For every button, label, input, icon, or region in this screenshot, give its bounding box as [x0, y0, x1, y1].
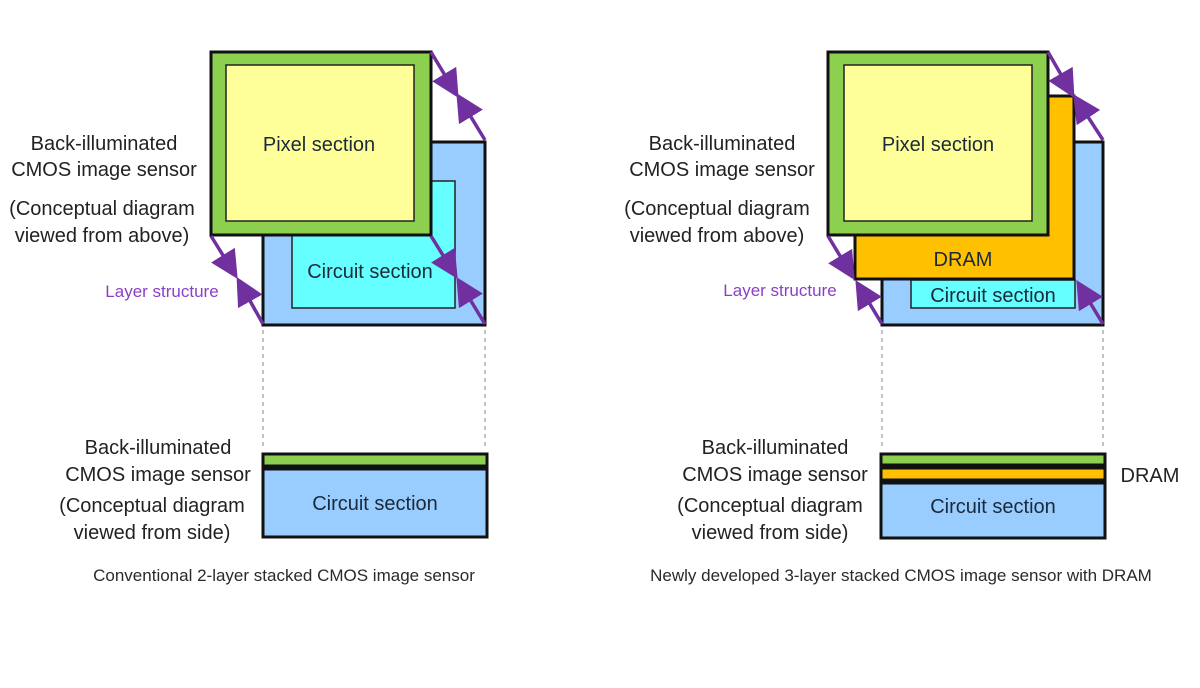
arrow-icon: [209, 235, 238, 279]
layer-arrows: [826, 51, 1105, 325]
arrow-icon: [1046, 51, 1075, 99]
arrow-icon: [1076, 280, 1105, 325]
side-pixel-layer: [261, 452, 489, 468]
layer-structure-label: Layer structure: [105, 282, 218, 301]
sensor-label-line2: CMOS image sensor: [11, 159, 197, 181]
arrow-icon: [456, 93, 487, 141]
arrow-icon: [429, 235, 458, 279]
top-view-line2: viewed from above): [15, 225, 190, 247]
side-circuit-layer: [261, 467, 489, 539]
panel-conventional: Circuit section Pixel section Back-illum…: [9, 50, 489, 585]
pixel-section-label: Pixel section: [882, 134, 994, 156]
caption-conventional: Conventional 2-layer stacked CMOS image …: [93, 566, 475, 585]
side-sensor-line2: CMOS image sensor: [65, 464, 251, 486]
sensor-label-line2: CMOS image sensor: [629, 159, 815, 181]
side-sensor-line2: CMOS image sensor: [682, 464, 868, 486]
layer-arrows: [209, 51, 487, 325]
side-dram-layer: [879, 466, 1107, 482]
circuit-section-label: Circuit section: [930, 285, 1056, 307]
side-circuit-label: Circuit section: [930, 496, 1056, 518]
side-circuit-layer: [879, 481, 1107, 540]
arrow-icon: [826, 235, 855, 280]
top-view-line1: (Conceptual diagram: [624, 198, 810, 220]
arrow-icon: [1073, 94, 1105, 141]
side-sensor-line1: Back-illuminated: [85, 437, 232, 459]
side-dram-label: DRAM: [1121, 465, 1180, 487]
dram-label: DRAM: [934, 249, 993, 271]
layer-structure-label: Layer structure: [723, 281, 836, 300]
top-view-line2: viewed from above): [630, 225, 805, 247]
side-view-line1: (Conceptual diagram: [59, 495, 245, 517]
pixel-section-box: [225, 64, 415, 222]
side-view-line1: (Conceptual diagram: [677, 495, 863, 517]
side-sensor-line1: Back-illuminated: [702, 437, 849, 459]
circuit-section-label: Circuit section: [307, 261, 433, 283]
side-view-line2: viewed from side): [692, 522, 849, 544]
panel-new: Circuit section DRAM Pixel section Back-…: [624, 50, 1180, 585]
arrow-icon: [855, 280, 884, 325]
arrow-icon: [456, 277, 487, 325]
side-pixel-layer: [879, 452, 1107, 467]
side-view-line2: viewed from side): [74, 522, 231, 544]
arrow-icon: [236, 276, 265, 325]
sensor-label-line1: Back-illuminated: [649, 133, 796, 155]
pixel-section-label: Pixel section: [263, 134, 375, 156]
top-view-line1: (Conceptual diagram: [9, 198, 195, 220]
sensor-label-line1: Back-illuminated: [31, 133, 178, 155]
caption-new: Newly developed 3-layer stacked CMOS ima…: [650, 566, 1152, 585]
pixel-section-box: [843, 64, 1033, 222]
arrow-icon: [429, 51, 459, 99]
side-circuit-label: Circuit section: [312, 493, 438, 515]
